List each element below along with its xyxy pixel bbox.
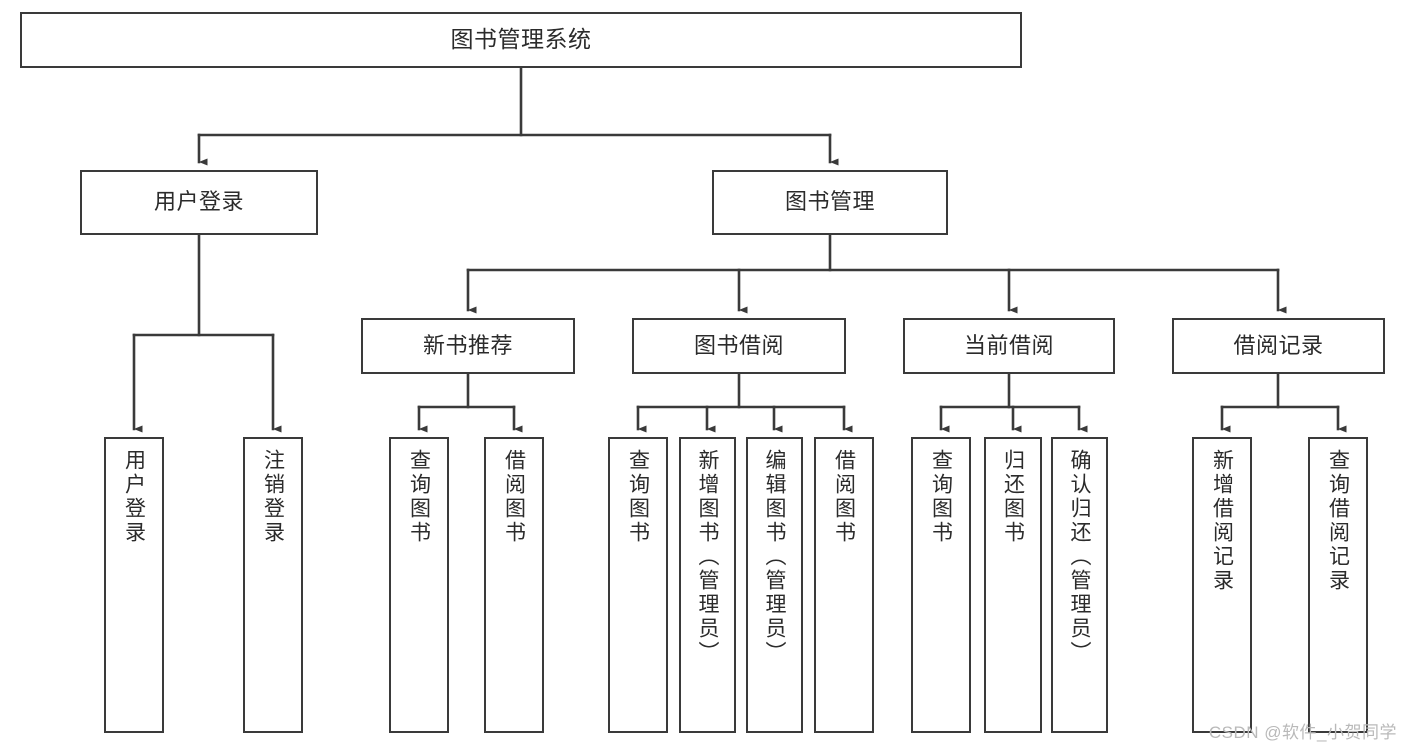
node-borrow-records-label: 借阅记录	[1233, 332, 1324, 358]
leaf-borrow-book-newbook-label: 借阅图书	[502, 449, 526, 545]
leaf-user-login-label: 用户登录	[122, 449, 146, 545]
leaf-add-book-admin-label: 新增图书（管理员）	[696, 449, 719, 665]
leaf-logout-label: 注销登录	[261, 449, 285, 545]
node-root[interactable]: 图书管理系统	[20, 12, 1022, 68]
leaf-add-borrow-record[interactable]: 新增借阅记录	[1192, 437, 1252, 733]
leaf-confirm-return-admin-label: 确认归还（管理员）	[1068, 449, 1091, 665]
leaf-add-borrow-record-label: 新增借阅记录	[1210, 449, 1234, 593]
node-new-book-recommend-label: 新书推荐	[422, 332, 513, 358]
leaf-query-book-borrow-label: 查询图书	[626, 449, 650, 545]
node-new-book-recommend[interactable]: 新书推荐	[361, 318, 575, 374]
leaf-add-book-admin[interactable]: 新增图书（管理员）	[679, 437, 736, 733]
leaf-confirm-return-admin[interactable]: 确认归还（管理员）	[1051, 437, 1108, 733]
leaf-return-book[interactable]: 归还图书	[984, 437, 1042, 733]
leaf-query-borrow-record[interactable]: 查询借阅记录	[1308, 437, 1368, 733]
node-borrow-records[interactable]: 借阅记录	[1172, 318, 1385, 374]
node-user-login-label: 用户登录	[153, 189, 244, 215]
leaf-edit-book-admin-label: 编辑图书（管理员）	[763, 449, 786, 665]
leaf-user-login[interactable]: 用户登录	[104, 437, 164, 733]
node-current-borrow[interactable]: 当前借阅	[903, 318, 1115, 374]
leaf-query-book-newbook[interactable]: 查询图书	[389, 437, 449, 733]
leaf-borrow-book[interactable]: 借阅图书	[814, 437, 874, 733]
leaf-query-book-borrow[interactable]: 查询图书	[608, 437, 668, 733]
node-user-login[interactable]: 用户登录	[80, 170, 318, 235]
node-book-management[interactable]: 图书管理	[712, 170, 948, 235]
leaf-edit-book-admin[interactable]: 编辑图书（管理员）	[746, 437, 803, 733]
leaf-query-book-current-label: 查询图书	[929, 449, 953, 545]
node-book-management-label: 图书管理	[784, 189, 875, 215]
leaf-logout[interactable]: 注销登录	[243, 437, 303, 733]
node-root-label: 图书管理系统	[450, 26, 592, 53]
leaf-borrow-book-label: 借阅图书	[832, 449, 856, 545]
leaf-query-book-newbook-label: 查询图书	[407, 449, 431, 545]
csdn-watermark: CSDN @软件_小贺同学	[1208, 723, 1397, 742]
leaf-query-book-current[interactable]: 查询图书	[911, 437, 971, 733]
leaf-query-borrow-record-label: 查询借阅记录	[1326, 449, 1350, 593]
node-current-borrow-label: 当前借阅	[963, 332, 1054, 358]
leaf-return-book-label: 归还图书	[1001, 449, 1025, 545]
node-book-borrow-label: 图书借阅	[693, 332, 784, 358]
node-book-borrow[interactable]: 图书借阅	[632, 318, 846, 374]
leaf-borrow-book-newbook[interactable]: 借阅图书	[484, 437, 544, 733]
